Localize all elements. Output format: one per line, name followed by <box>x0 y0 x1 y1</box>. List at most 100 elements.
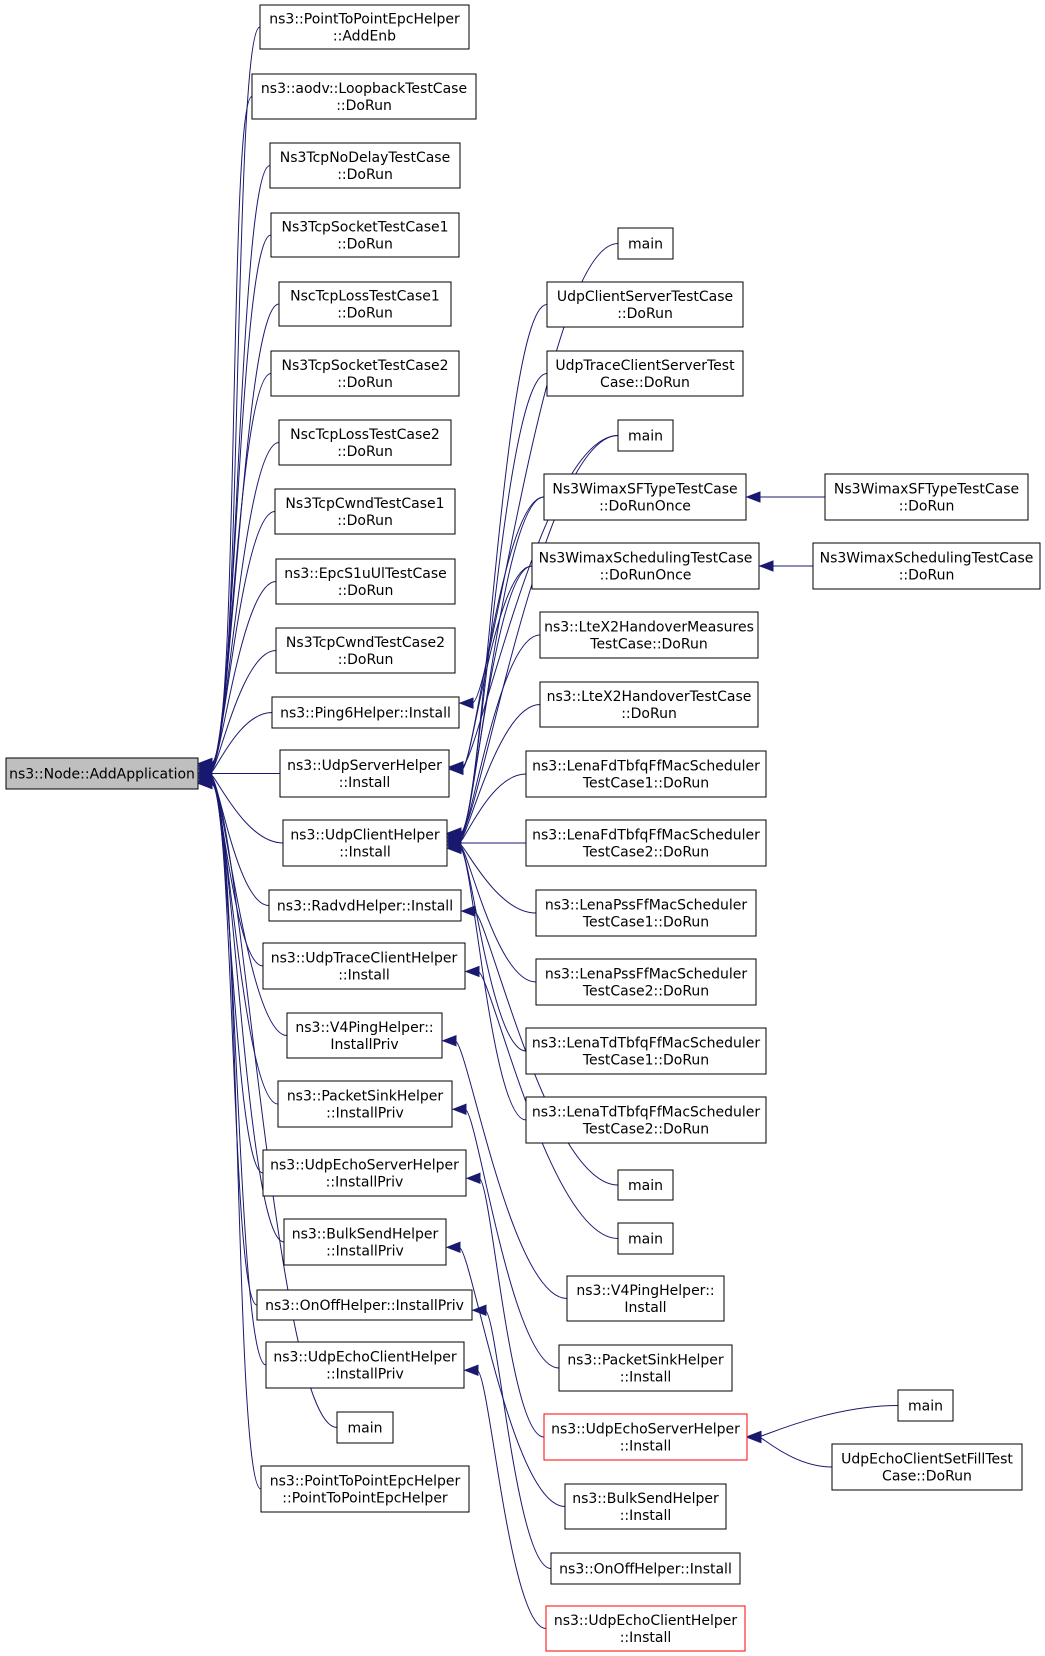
call-edge-line <box>459 704 541 841</box>
node-label: ::DoRun <box>337 375 393 391</box>
node-label: main <box>628 429 663 445</box>
node-v4ping_priv[interactable]: ns3::V4PingHelper::InstallPriv <box>286 1012 443 1059</box>
call-edge-sink_priv-to-root <box>197 774 279 1105</box>
node-main_d[interactable]: main <box>617 1222 674 1255</box>
node-label: Ns3TcpCwndTestCase1 <box>285 496 444 512</box>
call-edge-line <box>459 845 537 983</box>
node-box <box>525 1027 767 1075</box>
node-ucs[interactable]: UdpClientServerTestCase::DoRun <box>546 281 744 328</box>
node-label: ::DoRun <box>338 652 394 668</box>
node-box <box>897 1389 954 1422</box>
node-label: Case::DoRun <box>882 1469 972 1485</box>
node-main_e[interactable]: main <box>897 1389 954 1422</box>
node-label: InstallPriv <box>330 1037 398 1053</box>
node-box <box>269 142 461 189</box>
node-tcp_nodelay[interactable]: Ns3TcpNoDelayTestCase::DoRun <box>269 142 461 189</box>
node-main_a[interactable]: main <box>617 227 674 260</box>
node-p2p_ctor[interactable]: ns3::PointToPointEpcHelper::PointToPoint… <box>260 1465 470 1513</box>
node-label: NscTcpLossTestCase2 <box>290 427 440 443</box>
node-cwnd1[interactable]: Ns3TcpCwndTestCase1::DoRun <box>274 488 456 535</box>
node-td1[interactable]: ns3::LenaTdTbfqFfMacSchedulerTestCase1::… <box>525 1027 767 1075</box>
node-box <box>283 1218 447 1266</box>
arrow-head-icon <box>451 1103 467 1116</box>
node-wimax_sf[interactable]: Ns3WimaxSFTypeTestCase::DoRunOnce <box>543 473 747 521</box>
node-label: ns3::BulkSendHelper <box>572 1491 719 1507</box>
node-tcp_sock2[interactable]: Ns3TcpSocketTestCase2::DoRun <box>270 350 460 397</box>
node-echoclient_inst[interactable]: ns3::UdpEchoClientHelper::Install <box>545 1605 746 1652</box>
node-bulk_priv[interactable]: ns3::BulkSendHelper::InstallPriv <box>283 1218 447 1266</box>
node-box <box>260 1465 470 1513</box>
node-udpclient[interactable]: ns3::UdpClientHelper::Install <box>282 819 448 867</box>
node-echoserver_priv[interactable]: ns3::UdpEchoServerHelper::InstallPriv <box>262 1149 467 1197</box>
node-v4ping_inst[interactable]: ns3::V4PingHelper::Install <box>566 1275 725 1322</box>
call-edge-echoserver_inst-to-echoserver_priv <box>465 1172 545 1438</box>
node-box <box>525 750 767 798</box>
node-label: ns3::UdpTraceClientHelper <box>271 951 458 967</box>
node-label: ::DoRun <box>899 499 955 515</box>
node-echoclient_priv[interactable]: ns3::UdpEchoClientHelper::InstallPriv <box>265 1341 465 1389</box>
node-onoff_priv[interactable]: ns3::OnOffHelper::InstallPriv <box>256 1289 473 1321</box>
node-label: ::DoRun <box>337 237 393 253</box>
node-fd1[interactable]: ns3::LenaFdTbfqFfMacSchedulerTestCase1::… <box>525 750 767 798</box>
node-epc_s1u[interactable]: ns3::EpcS1uUlTestCase::DoRun <box>275 558 456 605</box>
node-label: ns3::EpcS1uUlTestCase <box>284 566 447 582</box>
node-root[interactable]: ns3::Node::AddApplication <box>5 757 199 790</box>
call-edge-line <box>461 435 619 768</box>
node-box <box>558 1344 733 1392</box>
node-x2_ho[interactable]: ns3::LteX2HandoverTestCase::DoRun <box>539 681 759 728</box>
call-edge-line <box>210 780 264 1174</box>
node-ping6[interactable]: ns3::Ping6Helper::Install <box>271 696 460 729</box>
node-label: ns3::Ping6Helper::Install <box>280 706 451 722</box>
node-nsc_loss2[interactable]: NscTcpLossTestCase2::DoRun <box>278 419 452 466</box>
node-td2[interactable]: ns3::LenaTdTbfqFfMacSchedulerTestCase2::… <box>525 1096 767 1144</box>
node-box <box>270 212 460 258</box>
node-wimax_sched[interactable]: Ns3WimaxSchedulingTestCase::DoRunOnce <box>531 542 760 590</box>
call-edge-x2_meas-to-udpclient <box>446 634 541 845</box>
node-label: ::Install <box>620 1508 672 1524</box>
call-edge-tcp_sock1-to-root <box>197 234 272 770</box>
node-label: TestCase2::DoRun <box>582 984 709 1000</box>
node-box <box>262 942 466 990</box>
node-wimax_sf_run[interactable]: Ns3WimaxSFTypeTestCase::DoRun <box>824 473 1029 521</box>
call-edge-ping6-to-root <box>197 712 273 779</box>
node-pss2[interactable]: ns3::LenaPssFfMacSchedulerTestCase2::DoR… <box>535 958 757 1006</box>
node-label: TestCase2::DoRun <box>582 1122 709 1138</box>
node-x2_meas[interactable]: ns3::LteX2HandoverMeasuresTestCase::DoRu… <box>539 611 759 659</box>
node-wimax_sched_run[interactable]: Ns3WimaxSchedulingTestCase::DoRun <box>812 542 1041 590</box>
call-edge-line <box>210 774 284 844</box>
node-main_b[interactable]: main <box>617 419 674 452</box>
call-edge-line <box>210 26 261 764</box>
node-pss1[interactable]: ns3::LenaPssFfMacSchedulerTestCase1::DoR… <box>535 889 757 937</box>
node-sink_priv[interactable]: ns3::PacketSinkHelper::InstallPriv <box>277 1080 453 1128</box>
node-box <box>286 1012 443 1059</box>
node-label: ::InstallPriv <box>326 1106 404 1122</box>
node-label: ::Install <box>339 845 391 861</box>
node-aodv_loop[interactable]: ns3::aodv::LoopbackTestCase::DoRun <box>251 73 477 120</box>
node-sink_inst[interactable]: ns3::PacketSinkHelper::Install <box>558 1344 733 1392</box>
node-fd2[interactable]: ns3::LenaFdTbfqFfMacSchedulerTestCase2::… <box>525 819 767 867</box>
arrow-head-icon <box>197 777 213 790</box>
node-udptrace[interactable]: ns3::UdpTraceClientHelper::Install <box>262 942 466 990</box>
node-label: Ns3TcpSocketTestCase1 <box>281 220 448 236</box>
node-main_l[interactable]: main <box>336 1411 394 1444</box>
node-tcp_sock1[interactable]: Ns3TcpSocketTestCase1::DoRun <box>270 212 460 258</box>
node-label: main <box>908 1399 943 1415</box>
node-p2p_addenb[interactable]: ns3::PointToPointEpcHelper::AddEnb <box>259 4 470 50</box>
node-label: ns3::OnOffHelper::InstallPriv <box>265 1298 464 1314</box>
call-edge-line <box>210 234 272 764</box>
node-nsc_loss1[interactable]: NscTcpLossTestCase1::DoRun <box>278 281 452 327</box>
call-edge-v4ping_inst-to-v4ping_priv <box>441 1035 568 1299</box>
node-onoff_inst[interactable]: ns3::OnOffHelper::Install <box>550 1552 741 1585</box>
call-edge-line <box>458 1246 566 1507</box>
node-main_c[interactable]: main <box>617 1169 674 1201</box>
node-cwnd2[interactable]: Ns3TcpCwndTestCase2::DoRun <box>275 627 456 674</box>
node-label: Ns3WimaxSFTypeTestCase <box>552 482 737 498</box>
node-udpserver[interactable]: ns3::UdpServerHelper::Install <box>279 749 450 798</box>
node-radvd[interactable]: ns3::RadvdHelper::Install <box>268 889 462 922</box>
node-label: ns3::PacketSinkHelper <box>287 1089 444 1105</box>
node-label: ns3::UdpServerHelper <box>287 758 442 774</box>
node-bulk_inst[interactable]: ns3::BulkSendHelper::Install <box>564 1483 727 1530</box>
node-echoserver_inst[interactable]: ns3::UdpEchoServerHelper::Install <box>543 1413 748 1461</box>
